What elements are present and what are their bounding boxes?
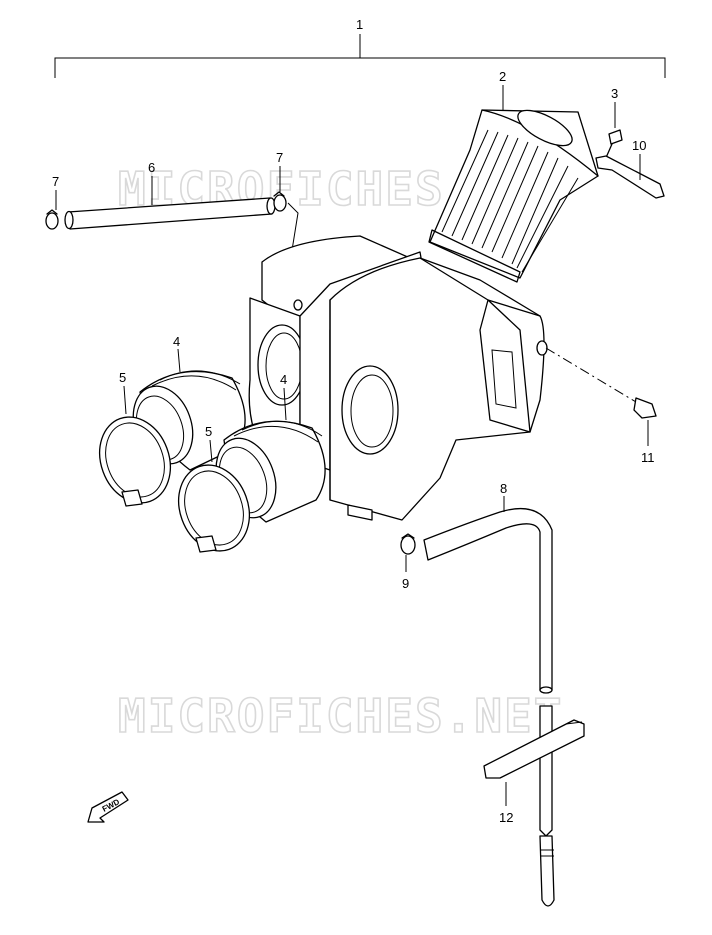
fwd-arrow-icon: FWD — [87, 791, 129, 823]
callout-6: 6 — [148, 160, 155, 175]
callout-10: 10 — [632, 138, 646, 153]
callout-4-rear: 4 — [173, 334, 180, 349]
callout-7-right: 7 — [276, 150, 283, 165]
watermark-bottom: MICROFICHES.NET — [118, 689, 563, 743]
callout-2: 2 — [499, 69, 506, 84]
callout-5-front: 5 — [205, 424, 212, 439]
assembly-bracket — [54, 34, 666, 78]
hose-clamp-part-5-front — [178, 439, 250, 553]
callout-3: 3 — [611, 86, 618, 101]
callout-7-left: 7 — [52, 174, 59, 189]
air-filter-part-2 — [428, 85, 599, 283]
callout-5-rear: 5 — [119, 370, 126, 385]
hose-clamp-part-5-rear — [99, 385, 171, 507]
clip-part-9 — [400, 533, 416, 572]
bracket-part-12 — [483, 719, 585, 806]
callout-4-front: 4 — [280, 372, 287, 387]
bracket-part-10 — [595, 154, 665, 199]
air-cleaner-box — [248, 235, 548, 521]
bolt-part-11 — [545, 347, 657, 446]
callout-12: 12 — [499, 810, 513, 825]
screw-part-3 — [604, 102, 623, 161]
clamp-part-7-right — [273, 166, 299, 301]
intake-duct-part-4-front — [215, 387, 326, 523]
callout-1: 1 — [356, 17, 363, 32]
callout-9: 9 — [402, 576, 409, 591]
callout-8: 8 — [500, 481, 507, 496]
clamp-part-7-left — [45, 190, 59, 230]
callout-11: 11 — [641, 450, 655, 465]
